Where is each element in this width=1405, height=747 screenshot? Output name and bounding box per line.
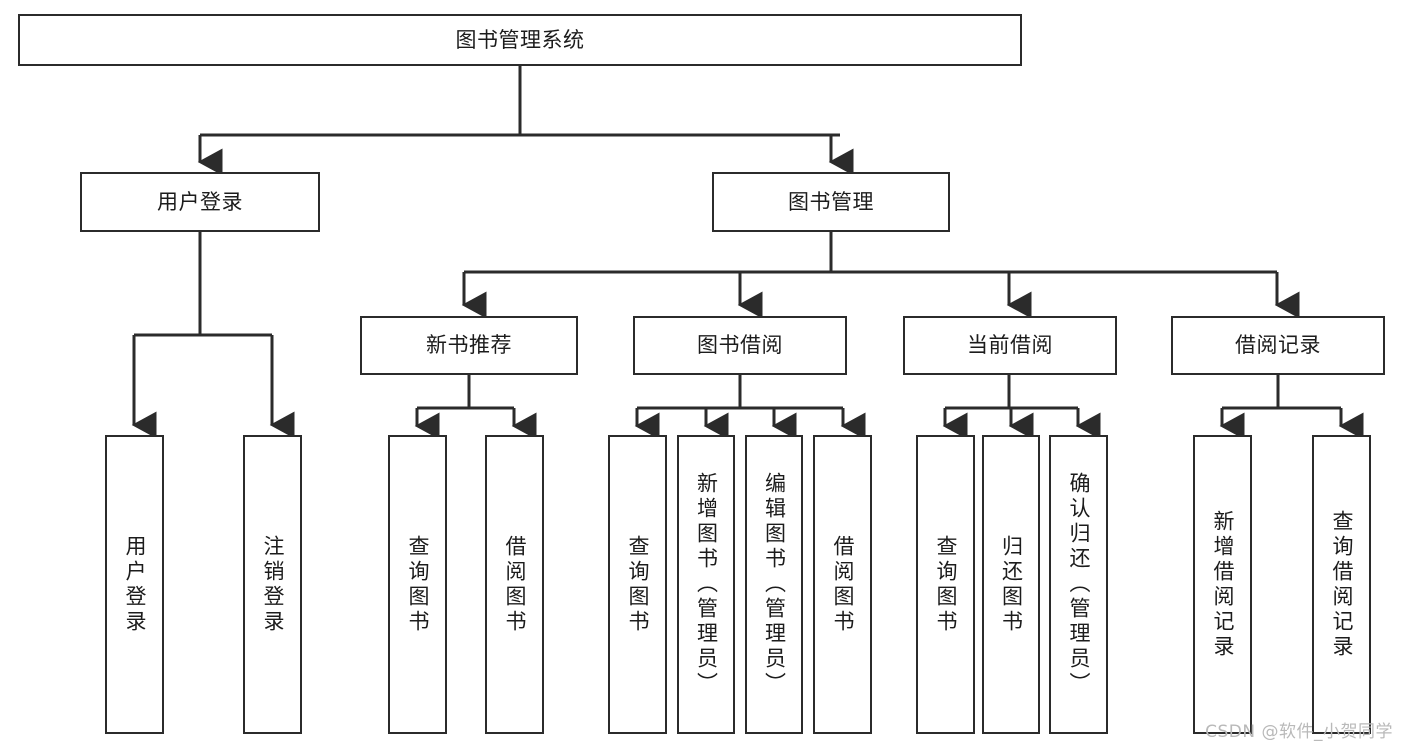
leaf-edit-book-admin[interactable]: 编辑图书（管理员） — [745, 435, 803, 734]
leaf-borrow-book-borrow[interactable]: 借阅图书 — [813, 435, 872, 734]
node-label: 借阅记录 — [1235, 333, 1321, 358]
csdn-watermark: CSDN @软件_小贺同学 — [1205, 722, 1393, 742]
leaf-add-book-admin[interactable]: 新增图书（管理员） — [677, 435, 735, 734]
node-label: 注销登录 — [261, 534, 285, 635]
node-label: 查询借阅记录 — [1330, 509, 1354, 660]
node-label: 用户登录 — [123, 534, 147, 635]
leaf-borrow-book-newbook[interactable]: 借阅图书 — [485, 435, 544, 734]
node-book-management[interactable]: 图书管理 — [712, 172, 950, 232]
node-label: 借阅图书 — [503, 534, 527, 635]
leaf-logout[interactable]: 注销登录 — [243, 435, 302, 734]
leaf-add-borrow-record[interactable]: 新增借阅记录 — [1193, 435, 1252, 734]
node-label: 归还图书 — [999, 534, 1024, 635]
leaf-query-book-current[interactable]: 查询图书 — [916, 435, 975, 734]
node-borrow-record[interactable]: 借阅记录 — [1171, 316, 1385, 375]
node-label: 新增借阅记录 — [1211, 509, 1235, 660]
node-label: 用户登录 — [157, 189, 243, 214]
node-label: 图书借阅 — [697, 333, 783, 358]
leaf-query-book-borrow[interactable]: 查询图书 — [608, 435, 667, 734]
leaf-confirm-return-admin[interactable]: 确认归还（管理员） — [1049, 435, 1108, 734]
node-label: 借阅图书 — [831, 534, 855, 635]
node-label: 图书管理系统 — [455, 27, 585, 52]
leaf-query-book-newbook[interactable]: 查询图书 — [388, 435, 447, 734]
node-label: 确认归还（管理员） — [1067, 472, 1091, 697]
node-new-book-recommend[interactable]: 新书推荐 — [360, 316, 578, 375]
node-label: 新增图书（管理员） — [694, 472, 719, 697]
node-label: 编辑图书（管理员） — [762, 472, 787, 697]
node-user-login[interactable]: 用户登录 — [80, 172, 320, 232]
leaf-query-borrow-record[interactable]: 查询借阅记录 — [1312, 435, 1371, 734]
node-label: 查询图书 — [934, 534, 958, 635]
node-label: 查询图书 — [626, 534, 650, 635]
node-label: 查询图书 — [406, 534, 430, 635]
node-label: 图书管理 — [788, 189, 874, 214]
node-root-book-management-system[interactable]: 图书管理系统 — [18, 14, 1022, 66]
leaf-return-book[interactable]: 归还图书 — [982, 435, 1040, 734]
node-current-borrow[interactable]: 当前借阅 — [903, 316, 1117, 375]
node-label: 当前借阅 — [967, 333, 1053, 358]
node-book-borrow[interactable]: 图书借阅 — [633, 316, 847, 375]
leaf-user-login[interactable]: 用户登录 — [105, 435, 164, 734]
node-label: 新书推荐 — [426, 333, 512, 358]
